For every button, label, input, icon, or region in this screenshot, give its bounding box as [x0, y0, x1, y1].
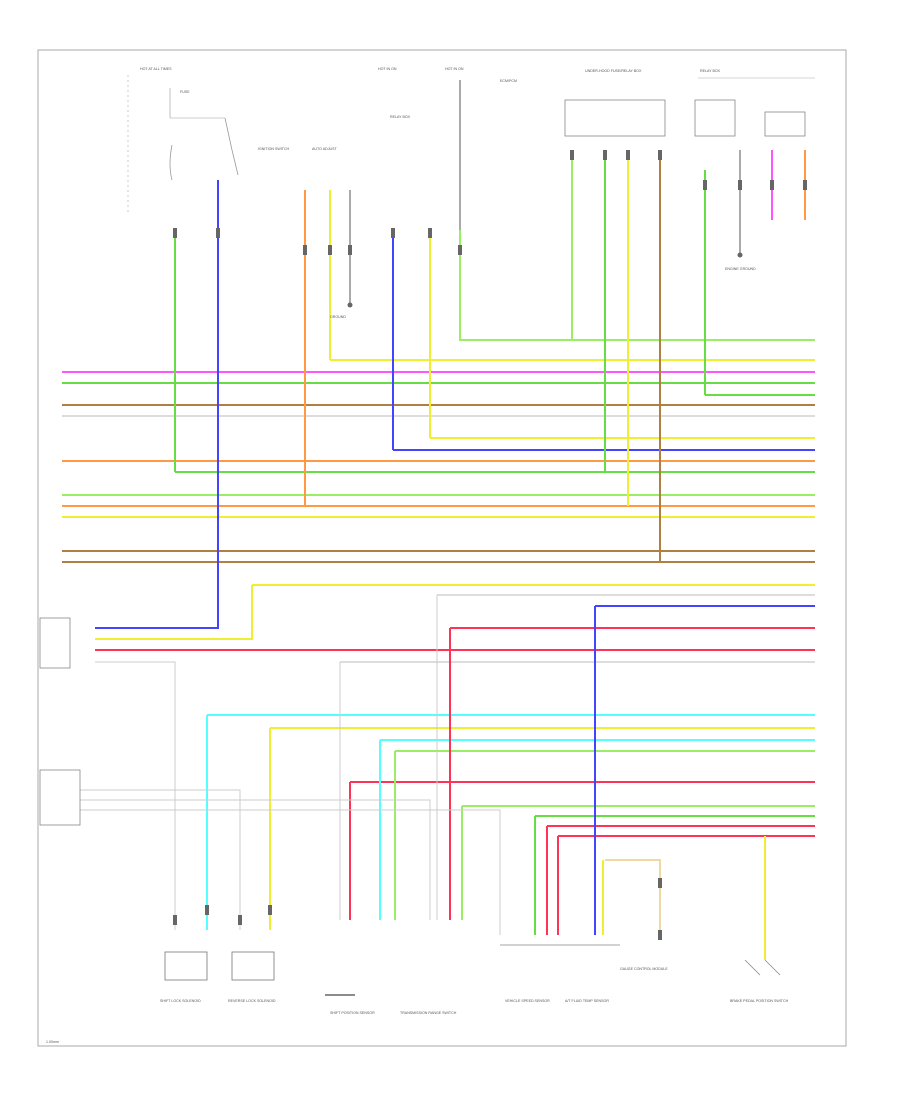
label-hot-at-all-times: HOT AT ALL TIMES	[140, 67, 172, 71]
fuse-box-a	[694, 99, 736, 137]
left-connector-2	[39, 769, 81, 826]
shift-lock-solenoid-box	[164, 951, 208, 981]
vertical-wires	[80, 80, 806, 960]
label-under-hood-fuse: UNDER-HOOD FUSE/RELAY BOX	[585, 69, 642, 73]
label-brake-switch: BRAKE PEDAL POSITION SWITCH	[730, 999, 789, 1003]
under-hood-fuse-box	[564, 99, 666, 137]
label-ignition-switch: IGNITION SWITCH	[258, 147, 290, 151]
label-vss: VEHICLE SPEED SENSOR	[505, 999, 550, 1003]
horizontal-wires	[62, 339, 815, 837]
label-hot-in-on: HOT IN ON	[378, 67, 397, 71]
label-gauge: GAUGE CONTROL MODULE	[620, 967, 668, 971]
label-reverse-lock: REVERSE LOCK SOLENOID	[228, 999, 276, 1003]
label-engine-ground: ENGINE GROUND	[725, 267, 756, 271]
label-relay-box: RELAY BOX	[700, 69, 721, 73]
fuse-box-b	[764, 111, 806, 137]
label-ecm: ECM/PCM	[500, 79, 517, 83]
label-shift-lock: SHIFT LOCK SOLENOID	[160, 999, 201, 1003]
left-connector-1	[39, 617, 71, 669]
label-auto-adjust: AUTO ADJUST	[312, 147, 337, 151]
footer-code: 1.00mm	[46, 1040, 59, 1044]
reverse-lock-solenoid-box	[231, 951, 275, 981]
label-ground: GROUND	[330, 315, 346, 319]
diagram-frame	[37, 49, 847, 1047]
label-atf-temp: A/T FLUID TEMP SENSOR	[565, 999, 609, 1003]
label-fuse-1: FUSE	[180, 90, 190, 94]
label-relay-box-2: RELAY BOX	[390, 115, 411, 119]
connector-pins	[173, 150, 807, 940]
label-hot-in-on-2: HOT IN ON	[445, 67, 464, 71]
label-trans-range: TRANSMISSION RANGE SWITCH	[400, 1011, 457, 1015]
label-shift-position: SHIFT POSITION SENSOR	[330, 1011, 375, 1015]
